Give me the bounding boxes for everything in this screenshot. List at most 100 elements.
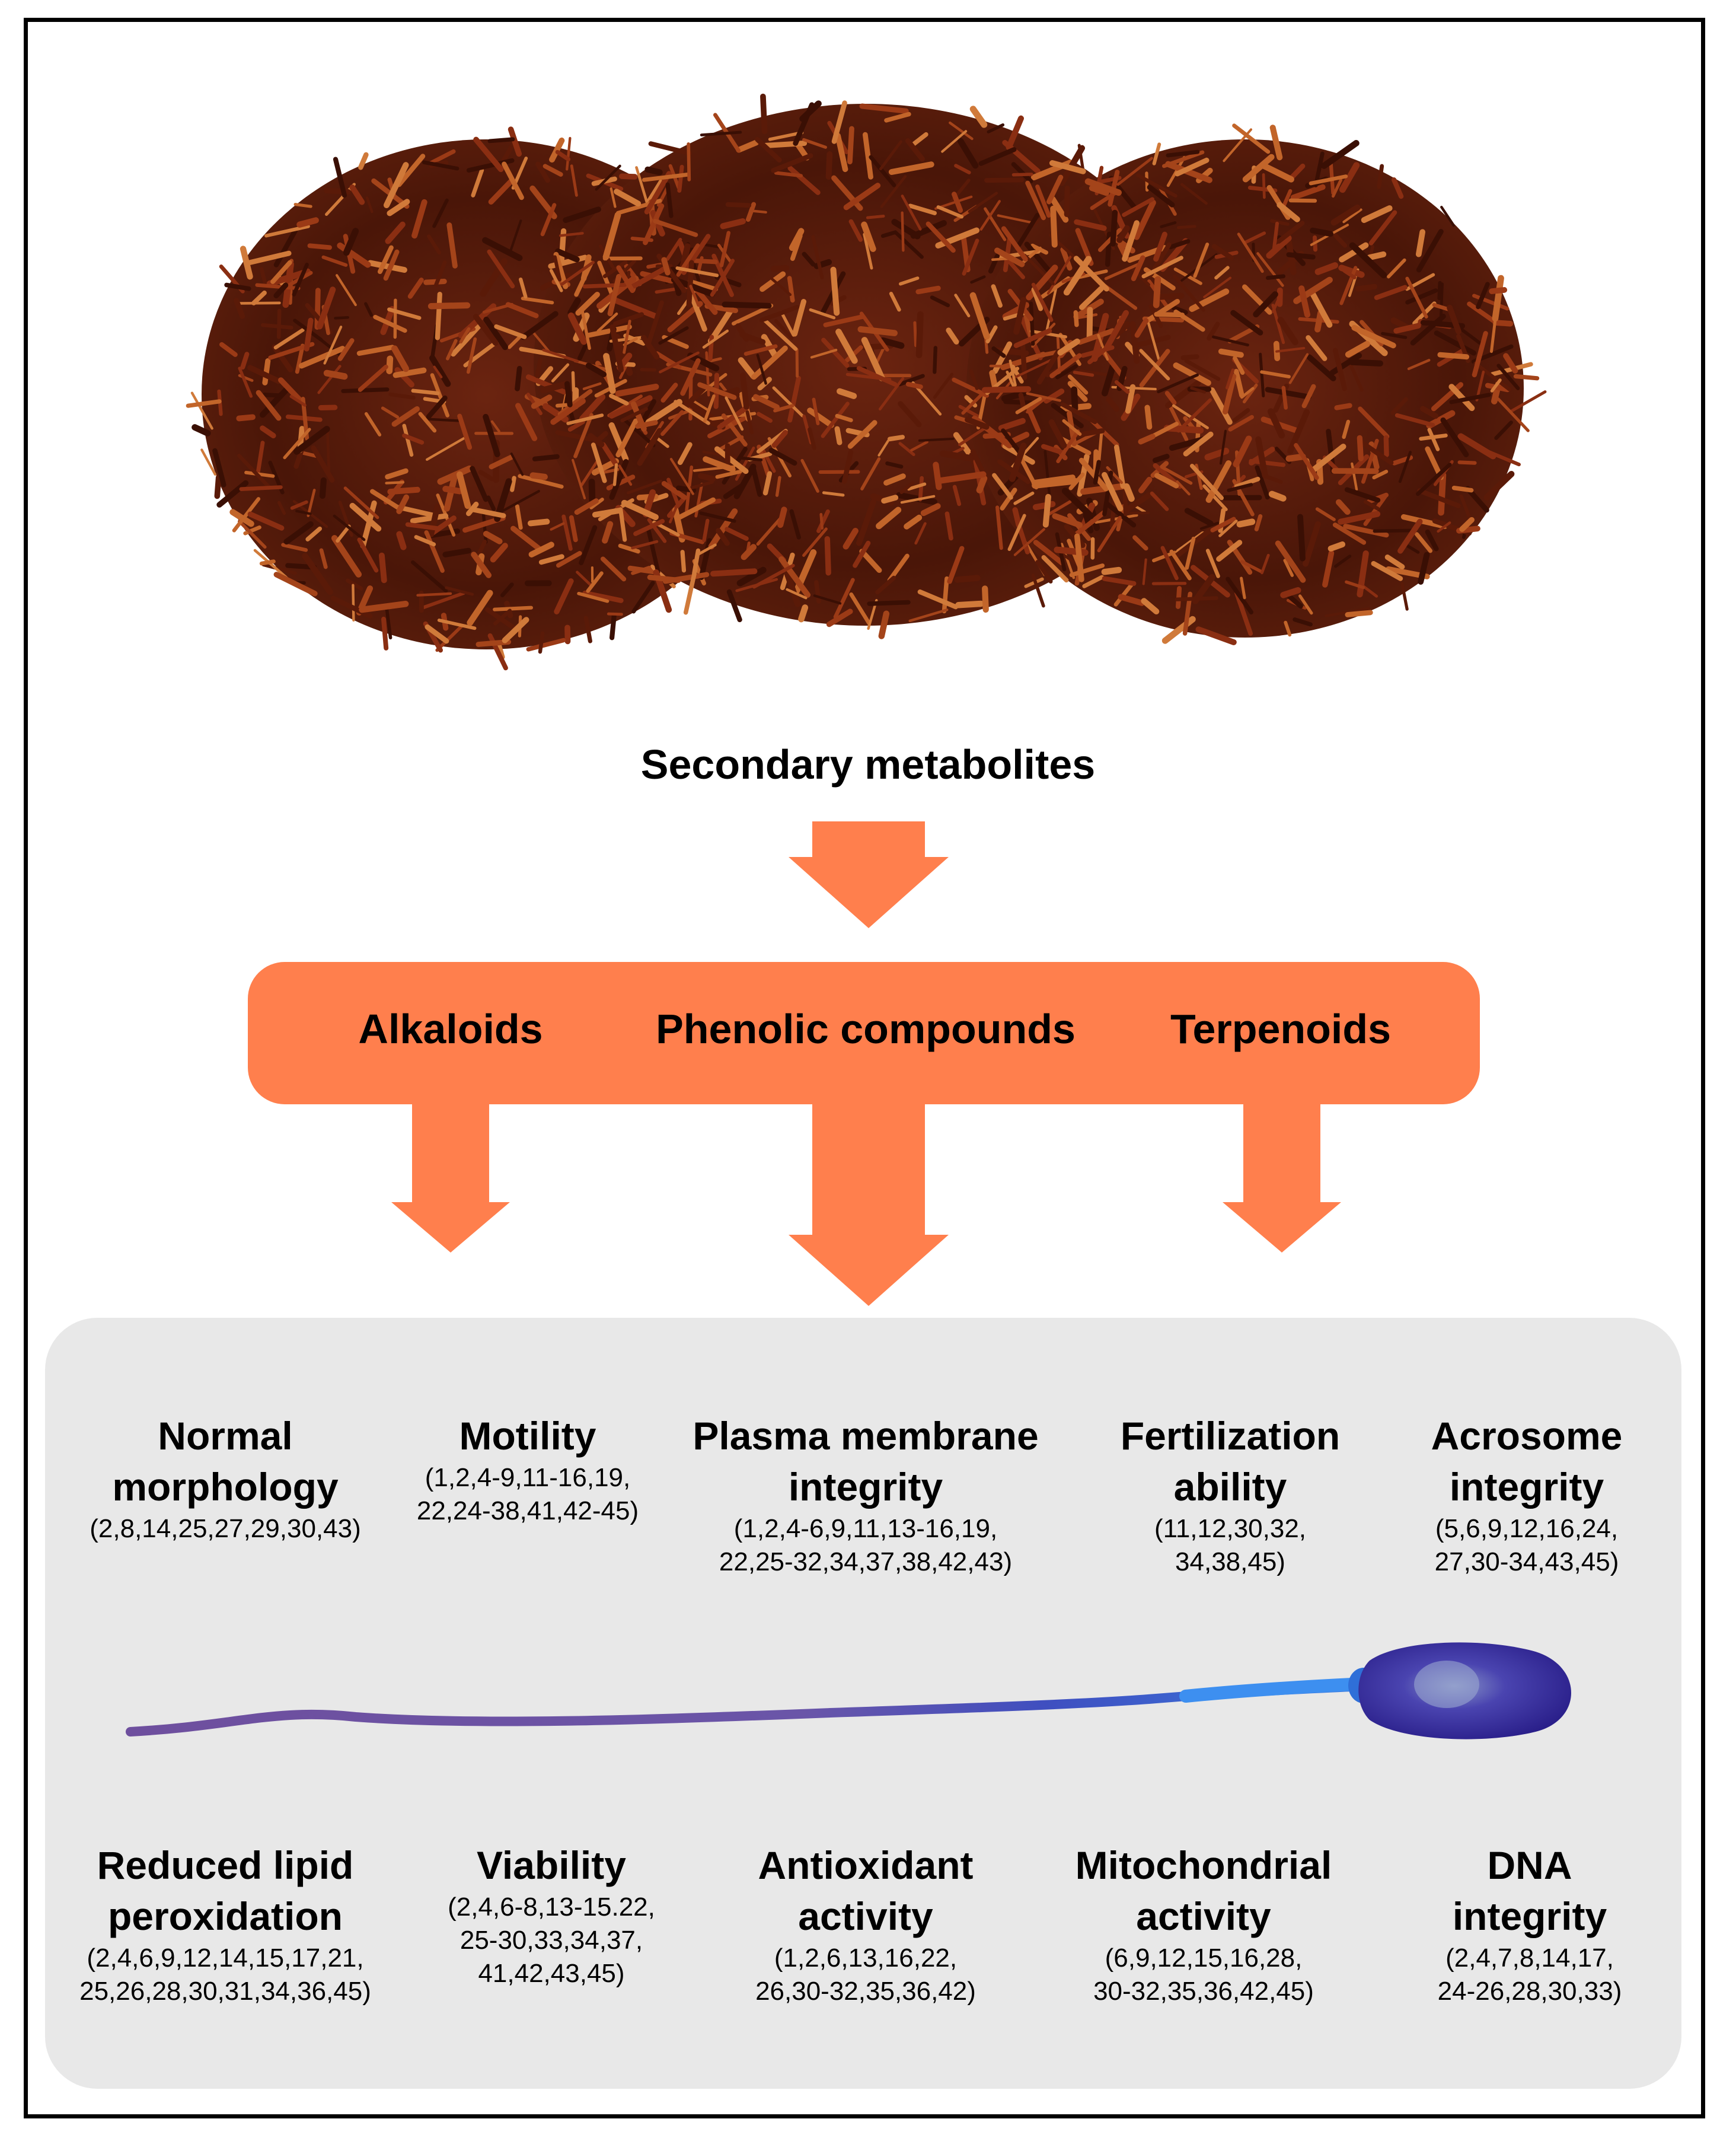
tea-needle (618, 507, 627, 542)
tea-needle (411, 199, 427, 239)
tea-needle (256, 390, 282, 421)
tea-needle (435, 292, 442, 340)
tea-needle (427, 302, 471, 310)
tea-needle (442, 547, 472, 557)
tea-needle (1280, 587, 1301, 598)
tea-needle (860, 457, 881, 490)
tea-needle (1013, 491, 1035, 505)
tea-needle (991, 346, 1006, 358)
tea-needle (952, 485, 962, 506)
tea-needle (1104, 261, 1143, 281)
tea-needle (774, 171, 803, 178)
tea-needle (1320, 140, 1360, 169)
tea-needle (555, 149, 571, 162)
tea-needle (1150, 491, 1169, 511)
tea-needle (1211, 244, 1234, 260)
tea-needle (272, 344, 293, 372)
tea-needle (1419, 406, 1439, 419)
tea-needle (1057, 338, 1080, 356)
tea-needle (1290, 163, 1306, 180)
tea-needle (407, 278, 424, 299)
tea-needle (331, 535, 362, 578)
tea-needle (570, 164, 578, 197)
tea-needle (349, 184, 365, 205)
tea-needle (219, 342, 238, 357)
tea-needle (1240, 576, 1246, 600)
effect-acrosome-integrity: Acrosome integrity (5,6,9,12,16,24, 27,3… (1381, 1410, 1672, 1579)
tea-needle (1351, 324, 1396, 349)
tea-needle (502, 161, 524, 200)
tea-needle (612, 463, 618, 486)
tea-needle (1277, 202, 1300, 222)
effect-refs: (6,9,12,15,16,28, 30-32,35,36,42,45) (1093, 1943, 1314, 2006)
tea-needle (905, 381, 923, 390)
tea-needle (898, 374, 925, 387)
tea-needle (1139, 349, 1170, 381)
tea-needle (1513, 374, 1540, 381)
tea-needle (1209, 387, 1233, 425)
tea-needle (1405, 288, 1438, 305)
tea-needle (1176, 225, 1196, 230)
tea-needle (615, 383, 659, 397)
tea-needle (689, 258, 718, 265)
tea-needle (658, 326, 689, 345)
tea-needle (502, 617, 529, 643)
tea-needle (260, 425, 276, 439)
tea-needle (768, 130, 804, 141)
tea-needle (336, 274, 357, 307)
tea-needle (693, 465, 736, 472)
tea-needle (802, 251, 816, 267)
tea-needle (1391, 177, 1404, 199)
tea-needle (212, 448, 226, 487)
tea-needle (1415, 229, 1426, 257)
secondary-metabolites-label: Secondary metabolites (640, 741, 1096, 788)
tea-needle (572, 458, 586, 499)
tea-needle (879, 377, 905, 411)
tea-needle (1322, 550, 1335, 588)
tea-needle (1277, 287, 1283, 307)
tea-needle (1372, 469, 1389, 480)
tea-needle (323, 326, 343, 365)
tea-needle (861, 221, 876, 252)
tea-needle (1013, 328, 1052, 348)
tea-needle (323, 369, 348, 380)
tea-needle (567, 312, 588, 345)
tea-needle (1361, 205, 1393, 223)
tea-needle (1049, 196, 1069, 223)
tea-needle (1287, 594, 1303, 609)
tea-needle (359, 600, 409, 613)
tea-needle (1334, 403, 1352, 410)
tea-needle (432, 198, 449, 228)
tea-needle (247, 365, 282, 384)
tea-needle (808, 427, 816, 450)
tea-needle (1055, 364, 1078, 380)
tea-needle (489, 454, 515, 470)
tea-needle (1123, 483, 1135, 502)
tea-needle (577, 339, 590, 361)
tea-needle (1016, 522, 1030, 555)
tea-needle (752, 563, 795, 589)
tea-needle (1026, 392, 1061, 402)
tea-needle (1400, 514, 1448, 530)
tea-needle (1266, 235, 1292, 259)
effect-mitochondrial-activity: Mitochondrial activity (6,9,12,15,16,28,… (1043, 1840, 1364, 2008)
tea-needle (1222, 374, 1237, 415)
tea-needle (824, 536, 831, 576)
tea-needle (1416, 229, 1444, 273)
tea-needle (831, 100, 847, 144)
tea-needle (760, 305, 800, 323)
tea-needle (786, 588, 808, 600)
tea-needle (549, 269, 563, 292)
tea-needle (527, 518, 550, 527)
terpenoids-arrow (1223, 1104, 1341, 1253)
tea-needle (920, 503, 941, 517)
tea-needle (725, 202, 752, 208)
tea-needle (1214, 266, 1230, 280)
tea-needle (687, 142, 691, 181)
tea-needle (471, 552, 492, 578)
tea-needle (564, 624, 571, 645)
tea-needle (378, 552, 387, 584)
tea-needle (1036, 348, 1061, 385)
tea-needle (317, 286, 336, 330)
tea-needle (1277, 317, 1298, 346)
